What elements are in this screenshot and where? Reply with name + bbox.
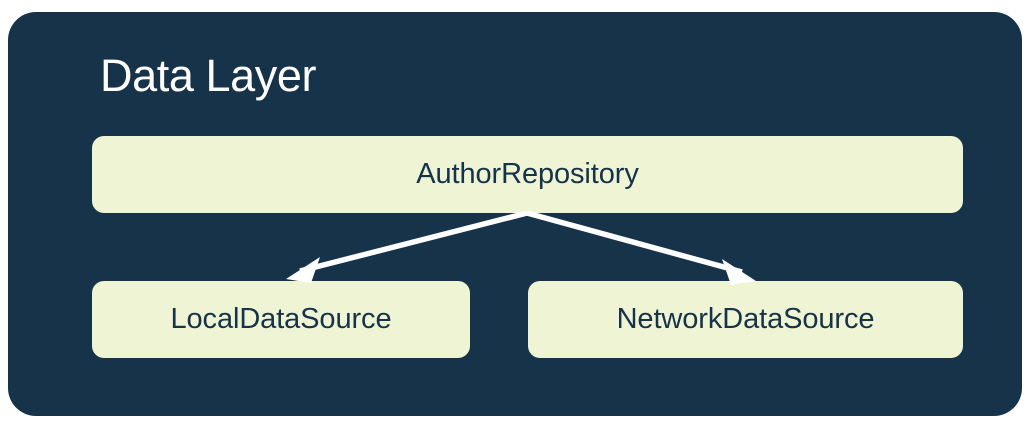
node-author-repository[interactable]: AuthorRepository (92, 136, 963, 213)
node-local-data-source[interactable]: LocalDataSource (92, 281, 470, 358)
node-network-data-source[interactable]: NetworkDataSource (528, 281, 963, 358)
node-author-repository-label: AuthorRepository (416, 158, 639, 190)
node-network-data-source-label: NetworkDataSource (616, 303, 875, 335)
layer-title: Data Layer (100, 50, 317, 101)
node-local-data-source-label: LocalDataSource (170, 303, 392, 335)
